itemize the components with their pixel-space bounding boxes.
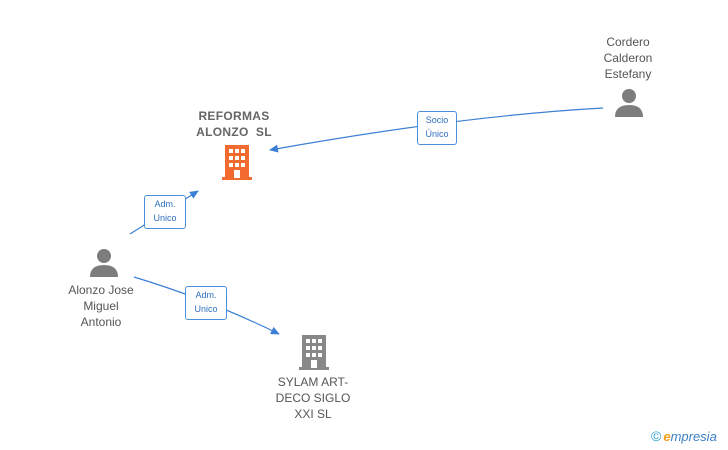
alonzo-line-3: Antonio [80, 315, 122, 329]
building-icon[interactable] [220, 144, 254, 180]
alonzo-line-2: Miguel [83, 299, 119, 313]
cordero-line-1: Cordero [606, 35, 650, 49]
edge-label-adm-unico-reformas[interactable]: Adm. Unico [144, 195, 186, 229]
edge-label-line-1: Socio [425, 115, 449, 125]
edge-label-line-2: Unico [153, 213, 177, 223]
copyright-icon: © [651, 428, 662, 444]
node-label-reformas: REFORMAS ALONZO SL [174, 108, 294, 140]
sylam-line-3: XXI SL [294, 407, 332, 421]
reformas-line-2: ALONZO SL [196, 125, 272, 139]
person-icon[interactable] [614, 88, 644, 118]
person-icon[interactable] [89, 248, 119, 278]
node-label-alonzo: Alonzo Jose Miguel Antonio [41, 282, 161, 330]
node-label-cordero: Cordero Calderon Estefany [568, 34, 688, 82]
edge-label-line-2: Único [425, 129, 449, 139]
building-icon[interactable] [297, 334, 331, 370]
sylam-line-1: SYLAM ART- [277, 375, 349, 389]
brand-rest: mpresia [670, 429, 717, 444]
edge-label-line-1: Adm. [154, 199, 176, 209]
edge-label-adm-unico-sylam[interactable]: Adm. Unico [185, 286, 227, 320]
edge-label-line-1: Adm. [195, 290, 217, 300]
brand-first-letter: e [663, 429, 671, 444]
edge-label-line-2: Unico [194, 304, 218, 314]
cordero-line-2: Calderon [603, 51, 653, 65]
cordero-line-3: Estefany [604, 67, 652, 81]
empresia-logo: ©empresia [651, 428, 717, 444]
edge-label-socio-unico[interactable]: Socio Único [417, 111, 457, 145]
sylam-line-2: DECO SIGLO [275, 391, 351, 405]
alonzo-line-1: Alonzo Jose [68, 283, 134, 297]
node-label-sylam: SYLAM ART- DECO SIGLO XXI SL [253, 374, 373, 422]
reformas-line-1: REFORMAS [198, 109, 270, 123]
